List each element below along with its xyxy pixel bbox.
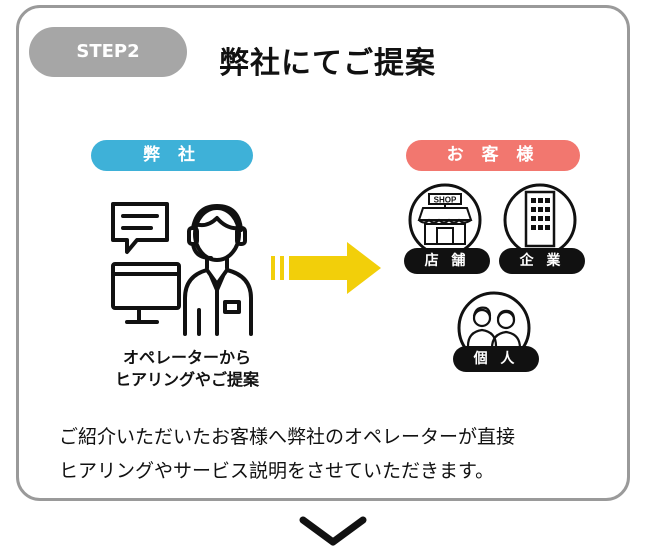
operator-headset-icon [111,202,253,336]
step-card: STEP2 弊社にてご提案 弊 社 お 客 様 [16,5,630,501]
description-line2: ヒアリングやサービス説明をさせていただきます。 [59,460,495,482]
store-label: 店 舗 [404,248,490,274]
description-line1: ご紹介いただいたお客様へ弊社のオペレーターが直接 [59,426,516,448]
operator-caption-line1: オペレーターから [122,348,251,367]
shop-sign-text: SHOP [434,196,457,205]
step-title: 弊社にてご提案 [219,46,436,81]
chevron-down-icon [299,516,367,546]
operator-caption: オペレーターから ヒアリングやご提案 [81,347,293,391]
enterprise-label: 企 業 [499,248,585,274]
building-icon [503,183,577,257]
shop-icon: SHOP [408,183,482,257]
people-icon [457,291,531,365]
company-label: 弊 社 [91,140,253,171]
description: ご紹介いただいたお客様へ弊社のオペレーターが直接 ヒアリングやサービス説明をさせ… [59,420,619,488]
individual-label: 個 人 [453,346,539,372]
step-badge: STEP2 [29,27,187,77]
operator-caption-line2: ヒアリングやご提案 [114,370,259,389]
customer-label: お 客 様 [406,140,580,171]
arrow-right-icon [271,242,381,294]
